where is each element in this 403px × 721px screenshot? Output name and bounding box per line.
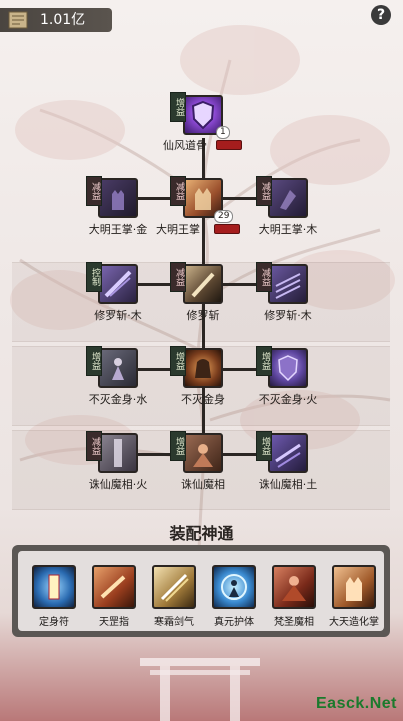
node-tag: 增益 bbox=[170, 346, 186, 376]
node-label: 诛仙魔相 bbox=[181, 478, 225, 491]
node-tag: 减益 bbox=[86, 176, 102, 206]
talisman-icon bbox=[48, 574, 60, 600]
node-label: 大明王掌·木 bbox=[258, 223, 318, 236]
node-tag: 增益 bbox=[170, 431, 186, 461]
equip-skill-label: 定身符 bbox=[39, 617, 69, 628]
palm-icon bbox=[195, 188, 211, 210]
skill-node-zhuxian-tu[interactable] bbox=[268, 433, 308, 473]
slash-icon bbox=[275, 443, 301, 468]
equip-panel: 定身符 天罡指 寒霜剑气 真元护体 梵圣魔相 大天造化掌 bbox=[12, 545, 390, 637]
slash-icon bbox=[104, 270, 132, 298]
shield-icon bbox=[191, 100, 215, 130]
node-level: 29 bbox=[214, 210, 234, 223]
node-label: 不灭金身·火 bbox=[258, 393, 318, 406]
skill-node-zhuxian[interactable] bbox=[183, 433, 223, 473]
aura-icon bbox=[221, 574, 247, 600]
node-label: 仙风道骨 bbox=[163, 139, 207, 152]
equip-section-title: 装配神通 bbox=[169, 524, 234, 543]
connector bbox=[202, 138, 205, 178]
gate-art bbox=[140, 658, 260, 721]
equip-skill-label: 寒霜剑气 bbox=[154, 617, 194, 628]
node-tag: 减益 bbox=[86, 431, 102, 461]
node-label: 诛仙魔相·土 bbox=[258, 478, 318, 491]
node-label: 大明王掌 bbox=[156, 223, 200, 236]
equip-skill-tiangang[interactable] bbox=[92, 565, 136, 609]
skill-node-xiuluo-mu-left[interactable] bbox=[98, 264, 138, 304]
equip-skill-dingshen[interactable] bbox=[32, 565, 76, 609]
skill-node-dawang-mu[interactable] bbox=[268, 178, 308, 218]
skill-node-bumie-huo[interactable] bbox=[268, 348, 308, 388]
node-label: 修罗斩·木 bbox=[94, 309, 142, 322]
node-tag: 减益 bbox=[256, 176, 272, 206]
equip-skill-datian[interactable] bbox=[332, 565, 376, 609]
node-tag: 增益 bbox=[256, 346, 272, 376]
skill-node-dawang-jin[interactable] bbox=[98, 178, 138, 218]
skill-node-xiuluo[interactable] bbox=[183, 264, 223, 304]
equip-skill-label: 真元护体 bbox=[214, 617, 254, 628]
palm-icon bbox=[346, 577, 362, 601]
node-tag: 控制 bbox=[86, 262, 102, 292]
equip-skill-label: 梵圣魔相 bbox=[274, 617, 314, 628]
equip-skill-hanshuang[interactable] bbox=[152, 565, 196, 609]
palm-icon bbox=[280, 190, 296, 210]
node-label: 不灭金身·水 bbox=[88, 393, 148, 406]
demon-icon bbox=[282, 576, 306, 601]
node-label: 修罗斩 bbox=[186, 309, 220, 322]
equip-panel-inner: 定身符 天罡指 寒霜剑气 真元护体 梵圣魔相 大天造化掌 bbox=[18, 551, 384, 631]
help-button[interactable]: ? bbox=[371, 5, 391, 25]
figure-icon bbox=[112, 358, 124, 380]
equip-skill-label: 天罡指 bbox=[99, 617, 129, 628]
watermark: Easck.Net bbox=[316, 695, 397, 712]
node-label: 诛仙魔相·火 bbox=[88, 478, 148, 491]
shield-icon bbox=[278, 355, 298, 382]
bell-icon bbox=[195, 359, 211, 378]
node-tag: 减益 bbox=[170, 176, 186, 206]
finger-icon bbox=[100, 575, 126, 599]
equip-skill-zhenyuan[interactable] bbox=[212, 565, 256, 609]
node-label: 不灭金身 bbox=[181, 393, 225, 406]
node-tag: 减益 bbox=[170, 262, 186, 292]
red-badge bbox=[214, 224, 240, 234]
beam-icon bbox=[114, 439, 122, 467]
connector bbox=[202, 218, 205, 468]
node-tag: 增益 bbox=[256, 431, 272, 461]
currency-value: 1.01亿 bbox=[40, 12, 86, 28]
skill-node-zhuxian-huo[interactable] bbox=[98, 433, 138, 473]
skill-node-bumie-shui[interactable] bbox=[98, 348, 138, 388]
node-tag: 减益 bbox=[256, 262, 272, 292]
node-label: 修罗斩·木 bbox=[264, 309, 312, 322]
slash-icon bbox=[191, 272, 215, 298]
skill-node-xiuluo-mu-right[interactable] bbox=[268, 264, 308, 304]
scroll-icon bbox=[8, 11, 28, 29]
node-label: 大明王掌·金 bbox=[88, 223, 148, 236]
sword-icon bbox=[160, 573, 189, 602]
equip-skill-label: 大天造化掌 bbox=[329, 617, 379, 628]
node-level: 1 bbox=[216, 126, 230, 139]
slash-icon bbox=[275, 273, 301, 299]
red-badge bbox=[216, 140, 242, 150]
demon-icon bbox=[193, 444, 213, 467]
node-tag: 增益 bbox=[170, 92, 186, 122]
node-tag: 增益 bbox=[86, 346, 102, 376]
skill-node-bumie[interactable] bbox=[183, 348, 223, 388]
equip-skill-fansheng[interactable] bbox=[272, 565, 316, 609]
palm-icon bbox=[112, 190, 124, 210]
